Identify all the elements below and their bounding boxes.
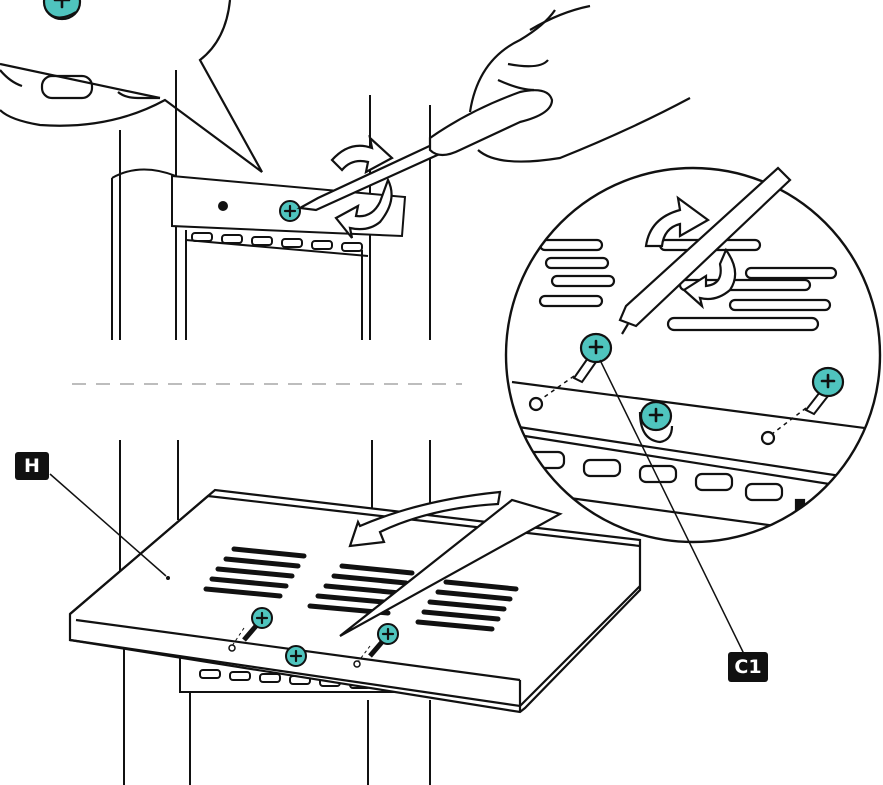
screwdriver-icon [300,90,552,210]
shelf-label-h: H [15,452,49,480]
center-screw-icon [286,646,306,666]
shelf-leader-line [50,474,166,576]
top-screw-icon [280,201,300,221]
hand-illustration [470,6,690,162]
zoom-detail-circle [506,168,880,542]
top-bubble-screw-icon [44,0,80,19]
screw-label-c1: C1 [728,652,768,682]
top-zoom-bubble [0,0,262,172]
zoom-center-screw-icon [641,402,671,430]
